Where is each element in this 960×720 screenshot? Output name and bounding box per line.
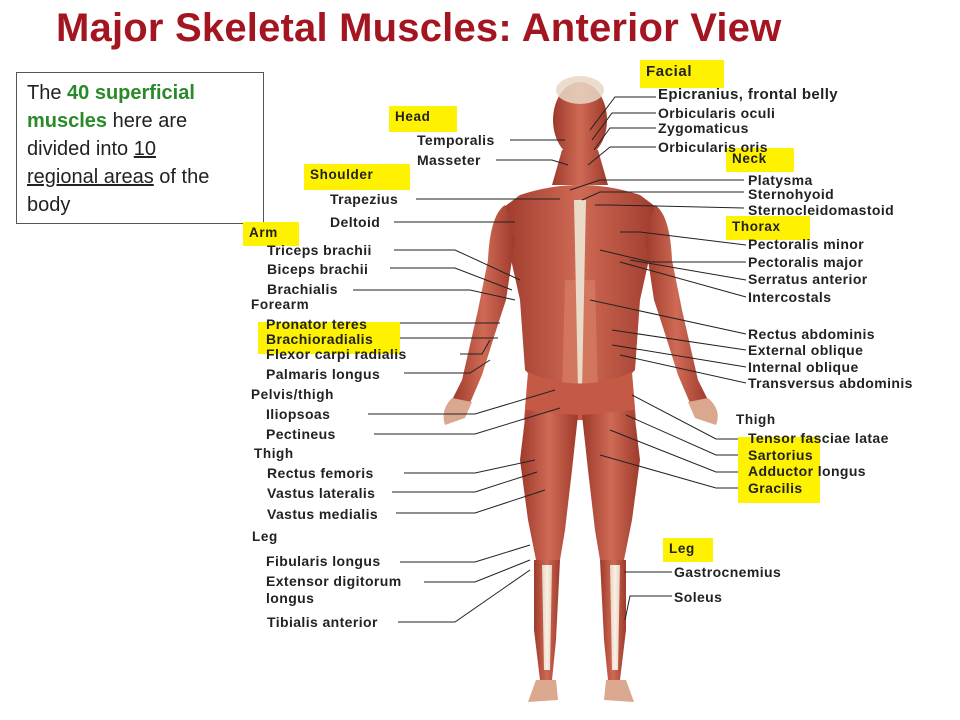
right-arm-shape — [645, 205, 708, 403]
label-triceps: Triceps brachii — [267, 242, 372, 258]
right-thigh-shape — [582, 410, 640, 560]
label-external-oblique: External oblique — [748, 342, 864, 358]
label-sternocleidomastoid: Sternocleidomastoid — [748, 202, 895, 218]
label-soleus: Soleus — [674, 589, 723, 605]
info-text-2: here are divided into — [27, 110, 188, 160]
label-zygomaticus: Zygomaticus — [658, 120, 749, 136]
label-tibialis: Tibialis anterior — [267, 614, 378, 630]
label-brachioradialis: Brachioradialis — [266, 331, 374, 347]
label-intercostals: Intercostals — [748, 289, 832, 305]
label-pronator: Pronator teres — [266, 316, 368, 332]
label-temporalis: Temporalis — [417, 132, 495, 148]
label-masseter: Masseter — [417, 152, 481, 168]
label-gastrocnemius: Gastrocnemius — [674, 564, 782, 580]
region-arm: Arm — [243, 222, 299, 246]
label-flexor: Flexor carpi radialis — [266, 346, 407, 362]
info-count: 40 — [67, 82, 90, 104]
label-iliopsoas: Iliopsoas — [266, 406, 331, 422]
info-box: The 40 superficial muscles here are divi… — [16, 72, 264, 224]
label-adductor: Adductor longus — [748, 463, 866, 479]
neck-shape — [552, 150, 608, 185]
label-biceps: Biceps brachii — [267, 261, 369, 277]
region-leg-left: Leg — [252, 529, 278, 544]
label-extensor-2: longus — [266, 590, 315, 606]
label-sternohyoid: Sternohyoid — [748, 186, 835, 202]
region-shoulder: Shoulder — [304, 164, 410, 190]
info-highlight: superficial muscles — [27, 82, 195, 132]
label-deltoid: Deltoid — [330, 214, 381, 230]
info-region-text: regional areas — [27, 166, 154, 188]
region-thigh-right: Thigh — [736, 412, 776, 427]
label-palmaris: Palmaris longus — [266, 366, 381, 382]
label-pectineus: Pectineus — [266, 426, 336, 442]
region-pelvis-thigh: Pelvis/thigh — [251, 387, 334, 402]
region-forearm: Forearm — [251, 297, 310, 312]
label-trapezius: Trapezius — [330, 191, 399, 207]
label-transversus: Transversus abdominis — [748, 375, 913, 391]
label-vastus-lateralis: Vastus lateralis — [267, 485, 376, 501]
label-rectus-femoris: Rectus femoris — [267, 465, 374, 481]
label-tensor: Tensor fasciae latae — [748, 430, 889, 446]
info-region-count: 10 — [133, 138, 156, 160]
label-extensor-1: Extensor digitorum — [266, 573, 402, 589]
label-pec-minor: Pectoralis minor — [748, 236, 865, 252]
label-brachialis: Brachialis — [267, 281, 338, 297]
region-thigh-left: Thigh — [254, 446, 294, 461]
region-thorax: Thorax — [726, 216, 810, 240]
region-head: Head — [389, 106, 457, 132]
label-platysma: Platysma — [748, 172, 813, 188]
region-neck: Neck — [726, 148, 794, 172]
label-orbicularis-oculi: Orbicularis oculi — [658, 105, 776, 121]
label-serratus: Serratus anterior — [748, 271, 868, 287]
region-leg-right: Leg — [663, 538, 713, 562]
label-gracilis: Gracilis — [748, 480, 803, 496]
label-fibularis: Fibularis longus — [266, 553, 381, 569]
label-epicranius: Epicranius, frontal belly — [658, 86, 839, 103]
label-rectus-abdominis: Rectus abdominis — [748, 326, 875, 342]
highlight-thigh-muscles — [738, 437, 820, 503]
label-internal-oblique: Internal oblique — [748, 359, 859, 375]
left-thigh-shape — [520, 410, 578, 560]
label-sartorius: Sartorius — [748, 447, 814, 463]
page-title: Major Skeletal Muscles: Anterior View — [56, 6, 782, 50]
label-vastus-medialis: Vastus medialis — [267, 506, 379, 522]
label-orbicularis-oris: Orbicularis oris — [658, 139, 768, 155]
info-text: The — [27, 82, 68, 104]
label-pec-major: Pectoralis major — [748, 254, 864, 270]
region-facial: Facial — [640, 60, 724, 88]
highlight-forearm-muscles — [258, 322, 400, 354]
left-arm-shape — [452, 205, 515, 403]
info-text-3: of the body — [27, 166, 210, 216]
